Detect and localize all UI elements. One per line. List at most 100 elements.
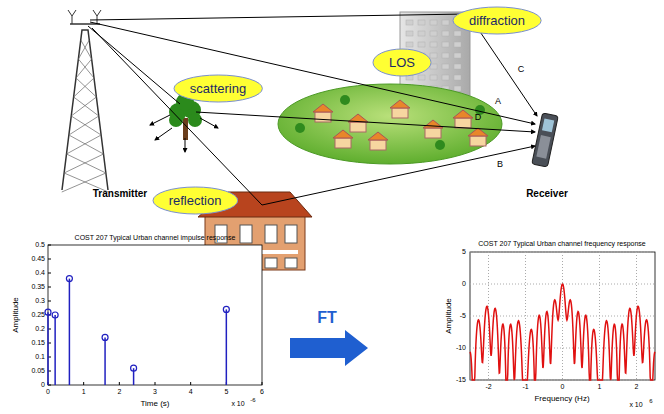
impulse-stem — [102, 334, 108, 385]
window — [430, 75, 437, 80]
axis-exponent: -6 — [250, 397, 255, 404]
scatter-arrow — [185, 138, 186, 152]
small-house — [453, 110, 473, 128]
scatter-arrow — [200, 118, 218, 128]
window — [418, 42, 425, 47]
window — [418, 31, 425, 36]
impulse-stem — [66, 276, 72, 385]
tick-label: 3 — [153, 388, 157, 396]
window — [454, 86, 461, 91]
effect-label: diffraction — [452, 6, 542, 28]
small-house — [390, 100, 410, 118]
window — [454, 53, 461, 58]
propagation-ray — [92, 28, 262, 205]
tick-label: 0 — [46, 388, 50, 396]
transform-label: FT — [317, 309, 337, 327]
tick-label: -2 — [485, 383, 491, 391]
window — [442, 53, 449, 58]
path-letter: B — [497, 160, 503, 170]
propagation-ray — [90, 22, 535, 124]
tick-label: 5 — [462, 248, 466, 256]
window — [442, 42, 449, 47]
chart-title: COST 207 Typical Urban channel frequency… — [478, 240, 645, 248]
axis-title: Time (s) — [140, 400, 169, 409]
ft-arrow — [290, 330, 368, 366]
device-label: Receiver — [526, 188, 568, 199]
window — [430, 20, 437, 25]
tick-label: 0 — [41, 381, 45, 389]
frequency-curve — [470, 284, 655, 380]
impulse-stem — [45, 309, 51, 385]
field — [278, 84, 502, 164]
window — [442, 75, 449, 80]
axis-multiplier: x 10 — [231, 400, 244, 408]
propagation-ray — [262, 146, 535, 205]
label-ellipse: LOS — [372, 48, 432, 77]
window — [454, 42, 461, 47]
small-trees — [295, 95, 485, 150]
tick-label: -15 — [456, 376, 466, 384]
scene — [62, 10, 558, 270]
window — [418, 75, 425, 80]
mobile-phone — [532, 113, 558, 167]
path-letter: D — [475, 113, 482, 123]
tick-label: 0.4 — [35, 269, 45, 277]
effect-label: scattering — [173, 74, 263, 96]
small-house — [423, 120, 443, 138]
bush — [295, 123, 305, 133]
effect-label: reflection — [152, 186, 239, 208]
tick-label: 1 — [598, 383, 602, 391]
chart-title: COST 207 Typical Urban channel impulse r… — [75, 234, 236, 242]
tick-label: 0.2 — [35, 325, 45, 333]
tick-label: -1 — [522, 383, 528, 391]
tick-label: 0.35 — [31, 283, 45, 291]
window — [454, 75, 461, 80]
rays — [88, 14, 537, 205]
path-letter: A — [495, 97, 501, 107]
axis-title: Frequency (Hz) — [534, 395, 589, 404]
tick-label: 2 — [117, 388, 121, 396]
tick-label: 6 — [260, 388, 264, 396]
device-label: Transmitter — [93, 188, 147, 199]
tick-label: 0.45 — [31, 255, 45, 263]
window — [430, 64, 437, 69]
window — [442, 31, 449, 36]
tick-label: -10 — [456, 344, 466, 352]
tick-label: 0.15 — [31, 339, 45, 347]
window — [406, 31, 413, 36]
scatter-arrows — [150, 115, 218, 152]
small-house — [348, 114, 368, 132]
window — [442, 20, 449, 25]
frequency-chart — [470, 252, 655, 380]
label-ellipse: scattering — [173, 74, 263, 103]
tick-label: 1 — [82, 388, 86, 396]
scatter-arrow — [150, 115, 170, 125]
axis-title: Amplitude — [12, 297, 21, 333]
impulse-chart — [45, 245, 262, 385]
axis-title: Amplitude — [445, 298, 454, 334]
tick-label: 0.3 — [35, 297, 45, 305]
window — [442, 64, 449, 69]
tick-label: 0.5 — [35, 241, 45, 249]
window — [454, 64, 461, 69]
bush — [340, 95, 350, 105]
window — [418, 20, 425, 25]
tick-label: -5 — [460, 312, 466, 320]
label-ellipse: diffraction — [452, 6, 542, 35]
window — [430, 31, 437, 36]
tick-label: 0.25 — [31, 311, 45, 319]
propagation-ray — [196, 112, 535, 132]
window — [406, 42, 413, 47]
small-house — [333, 130, 353, 148]
axis-multiplier: x 10 — [629, 401, 642, 409]
impulse-stem — [223, 306, 229, 385]
axis-exponent: 6 — [649, 398, 652, 405]
window — [430, 53, 437, 58]
impulse-stem — [131, 365, 137, 385]
window — [406, 20, 413, 25]
small-house — [468, 128, 488, 146]
scatter-arrow — [155, 128, 172, 140]
tick-label: 2 — [635, 383, 639, 391]
window — [454, 31, 461, 36]
